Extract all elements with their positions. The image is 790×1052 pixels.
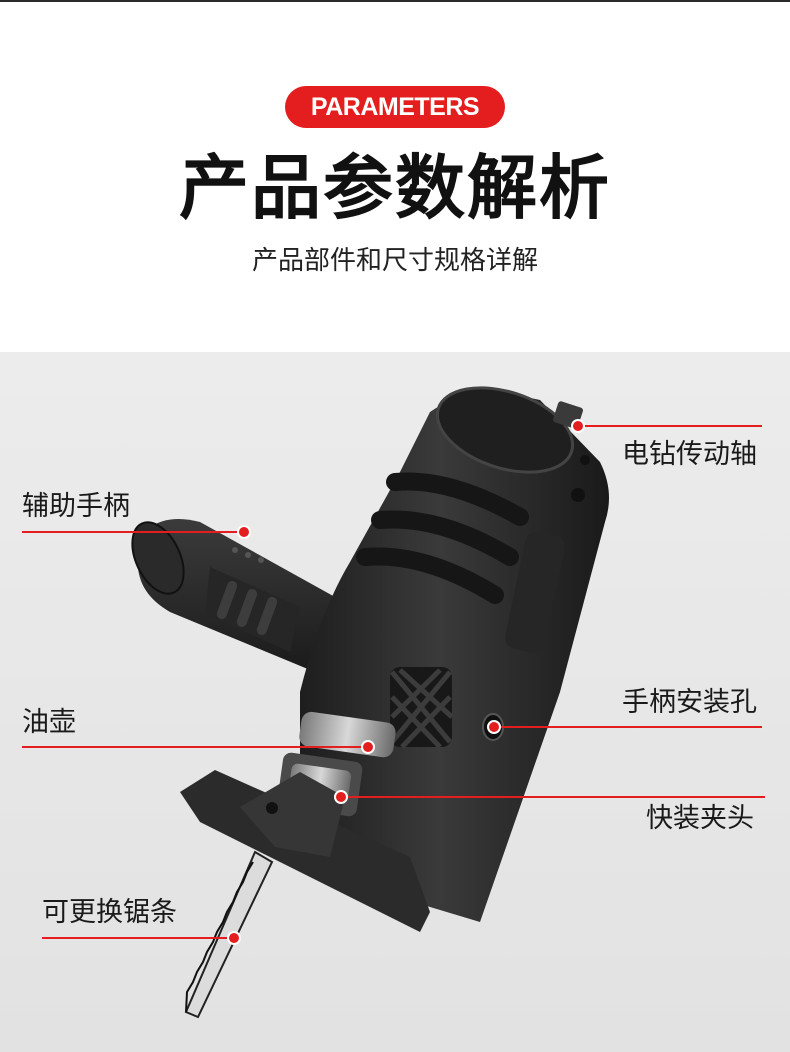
callout-dot-drill-shaft [571, 419, 585, 433]
callout-label-drill-shaft: 电钻传动轴 [622, 439, 757, 470]
parameters-badge: PARAMETERS [285, 86, 505, 128]
page-title: 产品参数解析 [179, 147, 611, 229]
callout-line-quick-chuck [341, 796, 765, 798]
callout-label-blade: 可更换锯条 [42, 897, 177, 928]
main-housing-shape [300, 386, 609, 922]
callout-label-handle-hole: 手柄安装孔 [622, 687, 757, 718]
callout-dot-oiler [361, 740, 375, 754]
callout-label-aux-handle: 辅助手柄 [22, 491, 130, 522]
product-stage: 电钻传动轴 辅助手柄 手柄安装孔 油壶 快装夹头 可更换锯条 [0, 352, 790, 1052]
callout-dot-aux-handle [237, 525, 251, 539]
auxiliary-handle-shape [131, 518, 335, 672]
top-divider [0, 0, 790, 2]
callout-line-handle-hole [494, 726, 762, 728]
callout-line-drill-shaft [578, 425, 762, 427]
vent-grille-shape [390, 667, 454, 749]
page-subtitle: 产品部件和尺寸规格详解 [251, 246, 538, 276]
callout-dot-blade [227, 931, 241, 945]
callout-label-quick-chuck: 快装夹头 [646, 803, 754, 834]
callout-line-aux-handle [22, 531, 244, 533]
callout-label-oiler: 油壶 [22, 707, 76, 738]
callout-line-blade [42, 937, 234, 939]
callout-dot-handle-hole [487, 720, 501, 734]
callout-dot-quick-chuck [334, 790, 348, 804]
callout-line-oiler [22, 746, 367, 748]
